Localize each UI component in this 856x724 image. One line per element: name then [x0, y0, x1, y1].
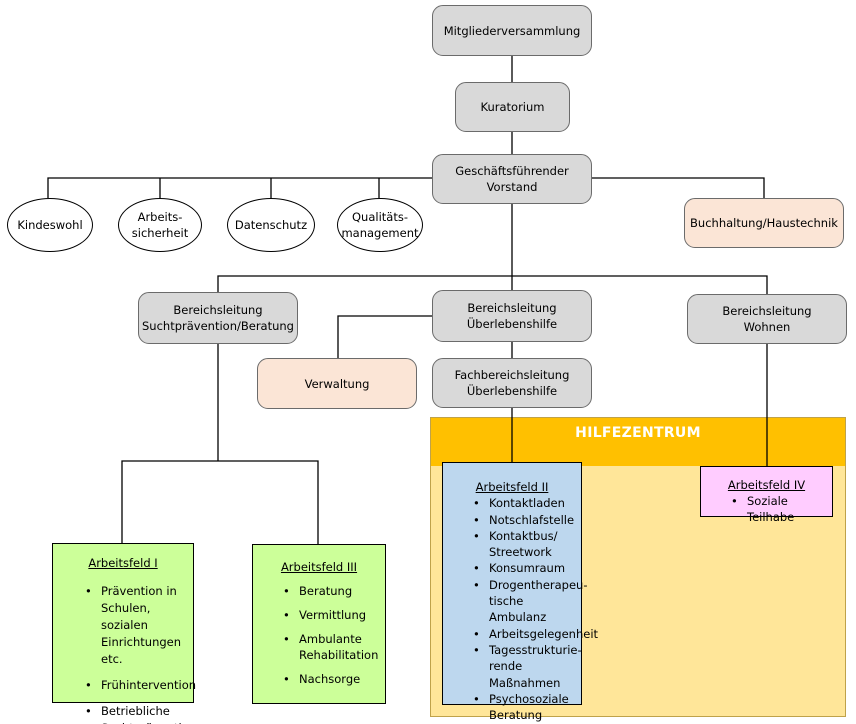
- arbeitsfeld-iii-title: Arbeitsfeld III: [280, 560, 358, 574]
- list-item: Nachsorge: [283, 671, 379, 687]
- connector-vorstand-buchhaltung: [592, 177, 765, 198]
- list-item: Beratung: [283, 583, 379, 599]
- arbeitsfeld-ii-title: Arbeitsfeld II: [475, 480, 549, 494]
- list-item: Kontaktbus/ Streetwork: [473, 528, 577, 561]
- list-item: Kontaktladen: [473, 495, 577, 512]
- list-item: Arbeitsgelegenheit: [473, 626, 598, 643]
- arbeitsfeld-i-box: Arbeitsfeld I Prävention in Schulen, soz…: [52, 543, 196, 724]
- qualitaetsmanagement-ellipse: Qualitäts- management: [337, 198, 423, 252]
- list-item: Notschlafstelle: [473, 512, 577, 529]
- hilfezentrum-title: HILFEZENTRUM: [575, 425, 701, 441]
- list-item: Ambulante Rehabilitation: [283, 631, 379, 663]
- mitgliederversammlung-box: Mitgliederversammlung: [432, 5, 592, 56]
- connector-arbeitsfeld-i-iii: [121, 460, 319, 544]
- arbeitsfeld-iv-box: Arbeitsfeld IV Soziale Teilhabe: [700, 466, 833, 524]
- kuratorium-box: Kuratorium: [455, 82, 570, 132]
- fachbereichsleitung-ueberlebenshilfe-box: Fachbereichsleitung Überlebenshilfe: [432, 358, 592, 408]
- connector-vorstand-kindeswohl: [47, 177, 432, 198]
- arbeitsfeld-ii-list: Kontaktladen Notschlafstelle Kontaktbus/…: [471, 495, 598, 724]
- list-item: Drogentherapeu- tische Ambulanz: [473, 577, 588, 626]
- connector-bereichsleitungen: [217, 275, 768, 294]
- arbeitssicherheit-ellipse: Arbeits- sicherheit: [118, 198, 202, 252]
- kindeswohl-ellipse: Kindeswohl: [7, 198, 93, 252]
- list-item: Soziale Teilhabe: [731, 493, 828, 525]
- buchhaltung-haustechnik-box: Buchhaltung/Haustechnik: [684, 198, 844, 248]
- hilfezentrum-header-band: [431, 418, 845, 466]
- arbeitsfeld-iv-title: Arbeitsfeld IV: [727, 478, 806, 492]
- list-item: Betriebliche Suchtprävention: [85, 703, 196, 724]
- list-item: Prävention in Schulen, sozialen Einricht…: [85, 583, 187, 668]
- list-item: Vermittlung: [283, 607, 379, 623]
- arbeitsfeld-i-title: Arbeitsfeld I: [88, 556, 158, 570]
- bereichsleitung-suchtpraevention-box: Bereichsleitung Suchtprävention/Beratung: [138, 292, 298, 344]
- arbeitsfeld-iii-list: Beratung Vermittlung Ambulante Rehabilit…: [281, 583, 379, 687]
- list-item: Frühintervention: [85, 677, 196, 694]
- connector-verwaltung: [337, 315, 432, 358]
- verwaltung-box: Verwaltung: [257, 358, 417, 409]
- datenschutz-ellipse: Datenschutz: [227, 198, 315, 252]
- list-item: Psychosoziale Beratung: [473, 691, 577, 724]
- arbeitsfeld-i-list: Prävention in Schulen, sozialen Einricht…: [83, 583, 196, 724]
- vorstand-box: Geschäftsführender Vorstand: [432, 154, 592, 204]
- arbeitsfeld-iii-box: Arbeitsfeld III Beratung Vermittlung Amb…: [252, 544, 386, 704]
- list-item: Konsumraum: [473, 560, 577, 577]
- list-item: Tagesstrukturie- rende Maßnahmen: [473, 642, 582, 691]
- bereichsleitung-wohnen-box: Bereichsleitung Wohnen: [687, 294, 847, 344]
- arbeitsfeld-ii-box: Arbeitsfeld II Kontaktladen Notschlafste…: [442, 462, 598, 722]
- bereichsleitung-ueberlebenshilfe-box: Bereichsleitung Überlebenshilfe: [432, 290, 592, 342]
- arbeitsfeld-iv-list: Soziale Teilhabe: [729, 493, 828, 525]
